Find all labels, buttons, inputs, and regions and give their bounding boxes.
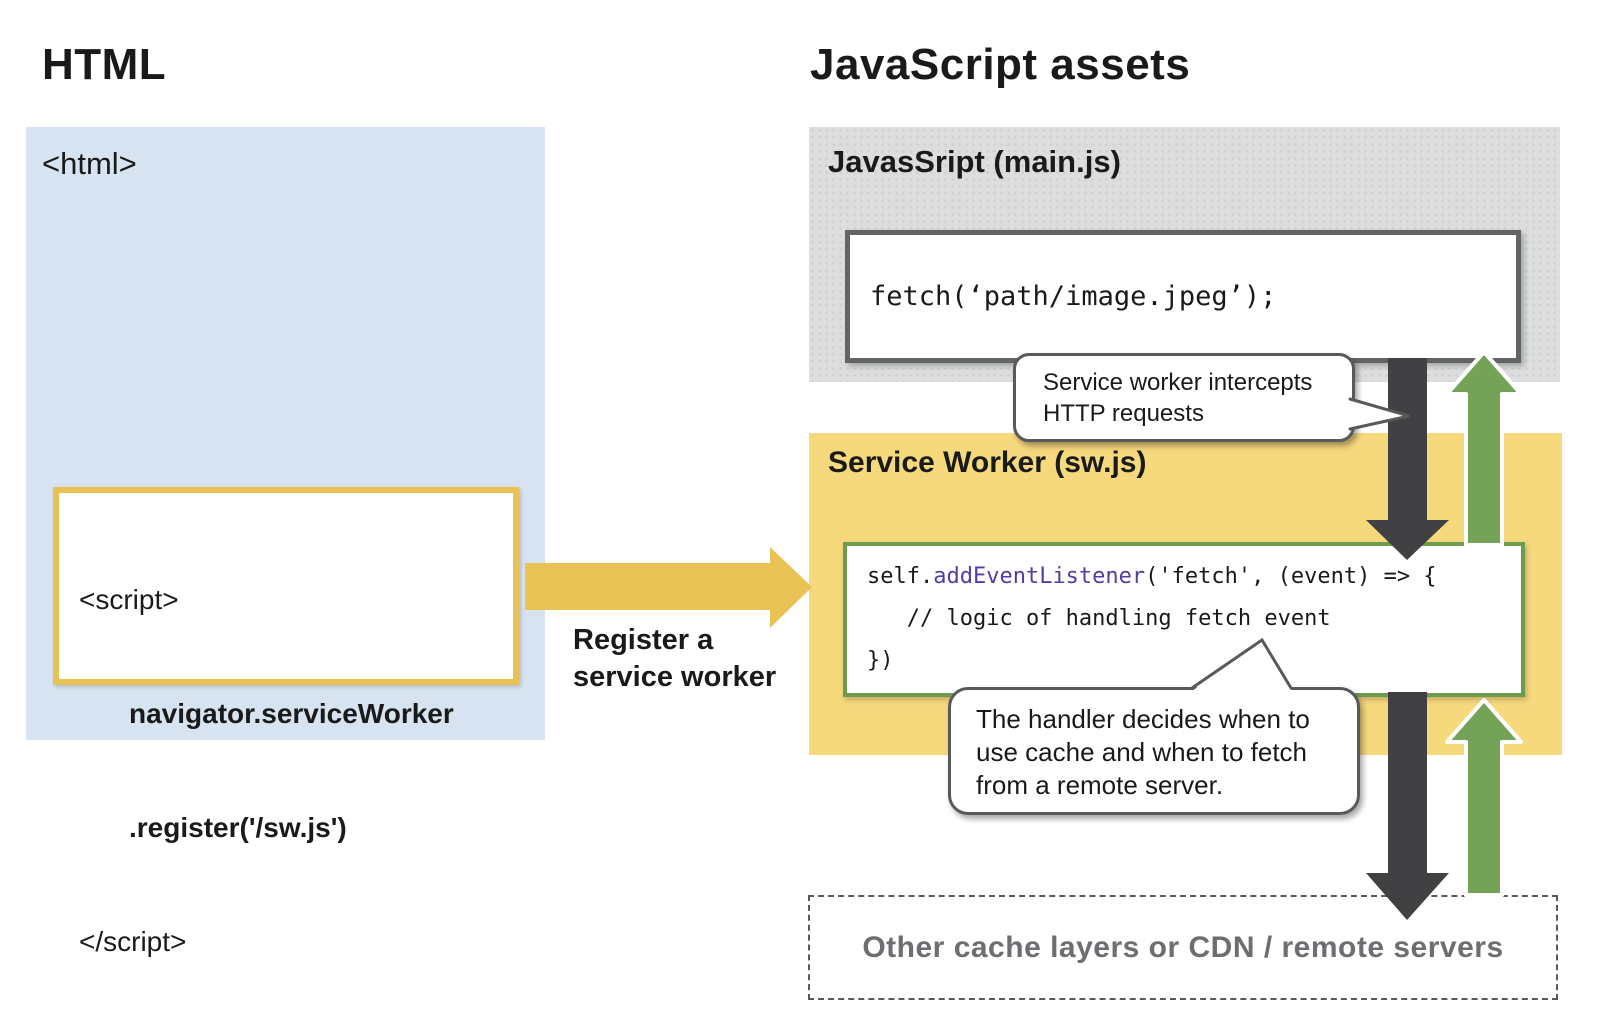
cache-layers-box: Other cache layers or CDN / remote serve… [808, 895, 1558, 1000]
handler-callout-line3: from a remote server. [976, 770, 1224, 800]
script-code-line-1: navigator.serviceWorker [129, 698, 454, 729]
handler-callout-line2: use cache and when to fetch [976, 737, 1308, 767]
heading-html: HTML [42, 40, 167, 89]
script-close-tag: </script> [79, 926, 187, 957]
sw-code-self: self. [867, 564, 934, 589]
sw-code-addeventlistener: addEventListener [933, 564, 1146, 589]
sw-code-line-1: self.addEventListener('fetch', (event) =… [867, 556, 1521, 598]
service-worker-code-box: self.addEventListener('fetch', (event) =… [843, 542, 1525, 697]
register-label-line2: service worker [573, 661, 777, 693]
register-label-line1: Register a [573, 624, 714, 656]
register-script-box: <script> navigator.serviceWorker .regist… [53, 487, 519, 957]
fetch-code: fetch(‘path/image.jpeg’); [870, 281, 1277, 312]
intercept-bubble-pointer-icon [1348, 398, 1409, 430]
intercept-callout-bubble: Service worker intercepts HTTP requests [1013, 353, 1355, 442]
cache-layers-label: Other cache layers or CDN / remote serve… [862, 930, 1504, 964]
sw-code-line-3: }) [867, 648, 894, 673]
handler-callout-bubble: The handler decides when to use cache an… [948, 687, 1360, 815]
register-right-arrow-icon [525, 547, 812, 628]
intercept-bubble-pointer-outline [1348, 397, 1410, 431]
sw-code-line-2: // logic of handling fetch event [867, 606, 1331, 631]
mainjs-panel-title: JavasSript (main.js) [828, 144, 1121, 179]
register-arrow-label: Register a service worker [573, 622, 776, 696]
handler-callout-line1: The handler decides when to [976, 704, 1310, 734]
intercept-callout-line1: Service worker intercepts [1043, 369, 1313, 396]
service-worker-panel-title: Service Worker (sw.js) [828, 446, 1147, 479]
heading-javascript-assets: JavaScript assets [810, 40, 1191, 89]
sw-code-line1-rest: ('fetch', (event) => { [1145, 564, 1437, 589]
fetch-code-box: fetch(‘path/image.jpeg’); [845, 230, 1521, 363]
script-open-tag: <script> [79, 584, 179, 615]
intercept-callout-line2: HTTP requests [1043, 400, 1204, 427]
script-code-line-2: .register('/sw.js') [129, 812, 347, 843]
html-open-tag: <html> [42, 146, 137, 181]
